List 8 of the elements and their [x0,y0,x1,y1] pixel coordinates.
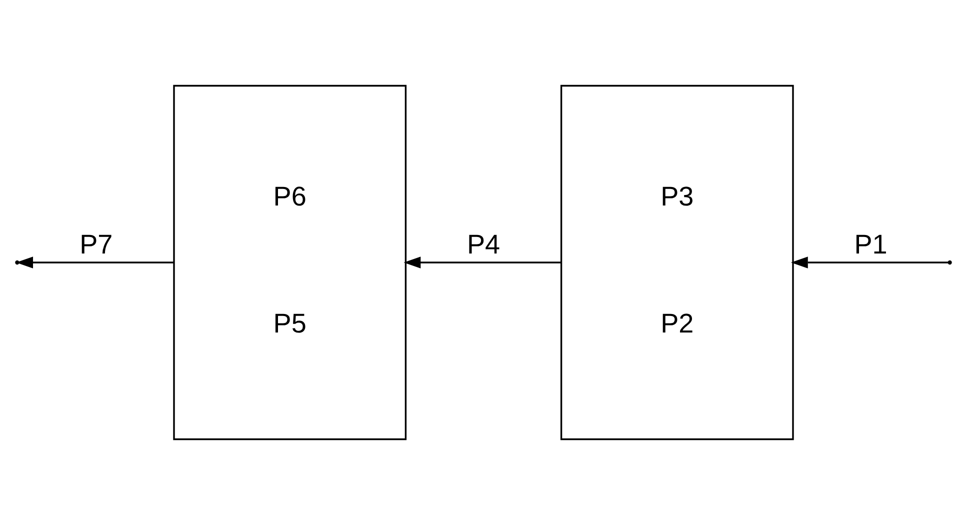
edge-label: P4 [466,229,500,260]
node-box: P3 P2 [560,84,794,440]
edge-label: P7 [80,229,113,260]
node-box: P6 P5 [173,84,407,440]
edge-label: P1 [854,229,888,260]
arrow [790,256,948,268]
arrow [16,256,174,268]
arrow [404,256,561,268]
